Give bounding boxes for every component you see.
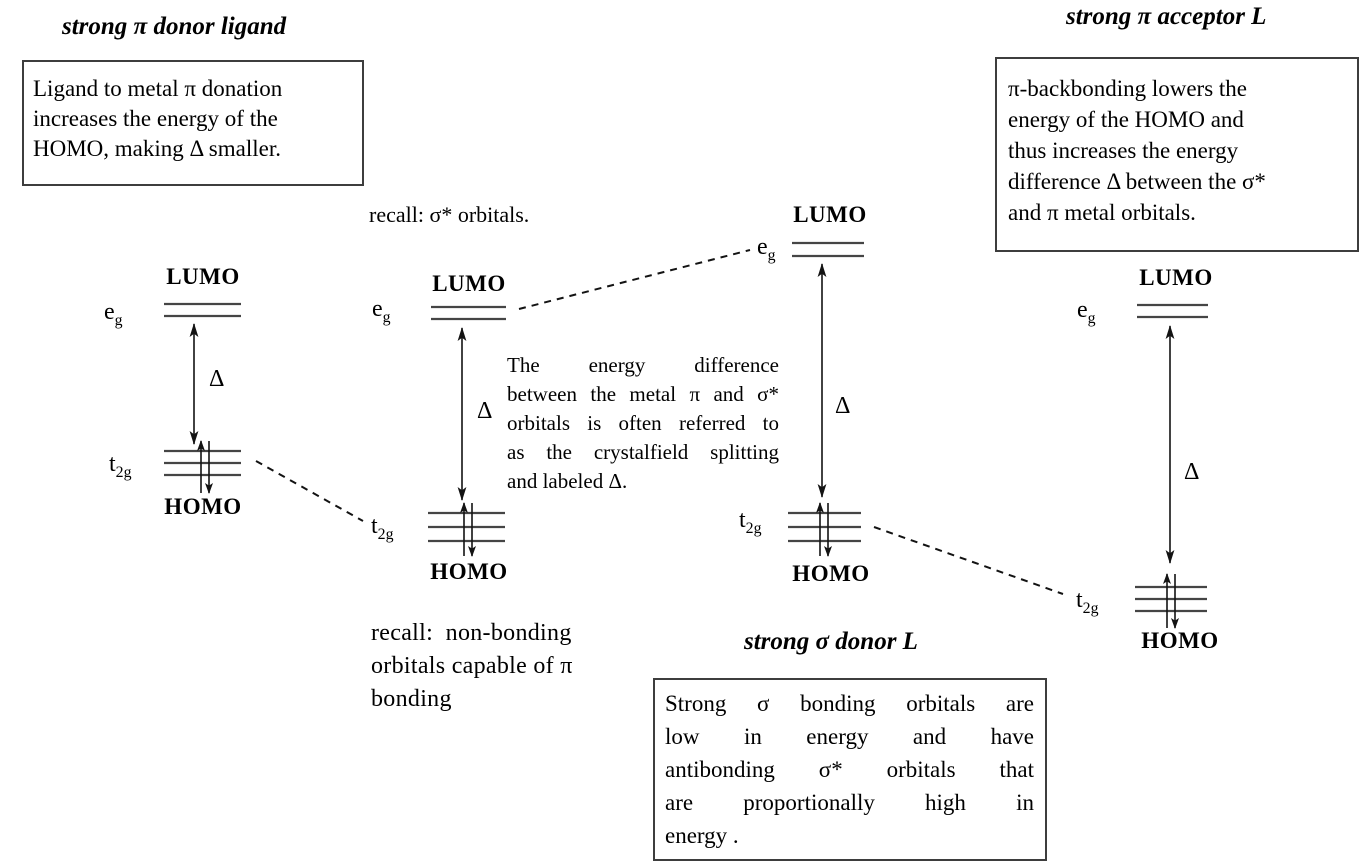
pi-acceptor-diagram bbox=[1135, 303, 1208, 629]
d4-eg-label: eg bbox=[1077, 297, 1096, 327]
d3-delta-label: Δ bbox=[835, 393, 851, 419]
recall-sigma-star-note: recall: σ* orbitals. bbox=[369, 202, 530, 227]
d4-delta-label: Δ bbox=[1184, 459, 1200, 485]
sigma-donor-diagram bbox=[788, 241, 864, 557]
d2-eg-label: eg bbox=[372, 296, 391, 326]
d3-t2g-label: t2g bbox=[739, 507, 762, 537]
pi-donor-diagram bbox=[164, 302, 241, 494]
d1-homo-label: HOMO bbox=[164, 494, 242, 519]
d3-lumo-label: LUMO bbox=[793, 202, 867, 227]
d4-homo-label: HOMO bbox=[1141, 628, 1219, 653]
d1-delta-label: Δ bbox=[209, 366, 225, 392]
d1-t2g-label: t2g bbox=[109, 451, 132, 481]
d2-t2g-label: t2g bbox=[371, 513, 394, 543]
d4-t2g-label: t2g bbox=[1076, 587, 1099, 617]
t2g-correlation-dashed-line bbox=[255, 460, 364, 522]
reference-diagram bbox=[428, 305, 506, 557]
d4-lumo-label: LUMO bbox=[1139, 265, 1213, 290]
d2-delta-label: Δ bbox=[477, 398, 493, 424]
pi-donor-title: strong π donor ligand bbox=[62, 13, 287, 40]
d1-lumo-label: LUMO bbox=[166, 264, 240, 289]
d2-lumo-label: LUMO bbox=[432, 271, 506, 296]
pi-acceptor-title: strong π acceptor L bbox=[1066, 3, 1267, 30]
d2-homo-label: HOMO bbox=[430, 559, 508, 584]
d3-homo-label: HOMO bbox=[792, 561, 870, 586]
d3-eg-label: eg bbox=[757, 234, 776, 264]
eg-correlation-dashed-line bbox=[518, 249, 751, 310]
sigma-donor-title: strong σ donor L bbox=[744, 628, 918, 655]
d1-eg-label: eg bbox=[104, 299, 123, 329]
t2g-correlation-dashed-line bbox=[873, 526, 1064, 595]
